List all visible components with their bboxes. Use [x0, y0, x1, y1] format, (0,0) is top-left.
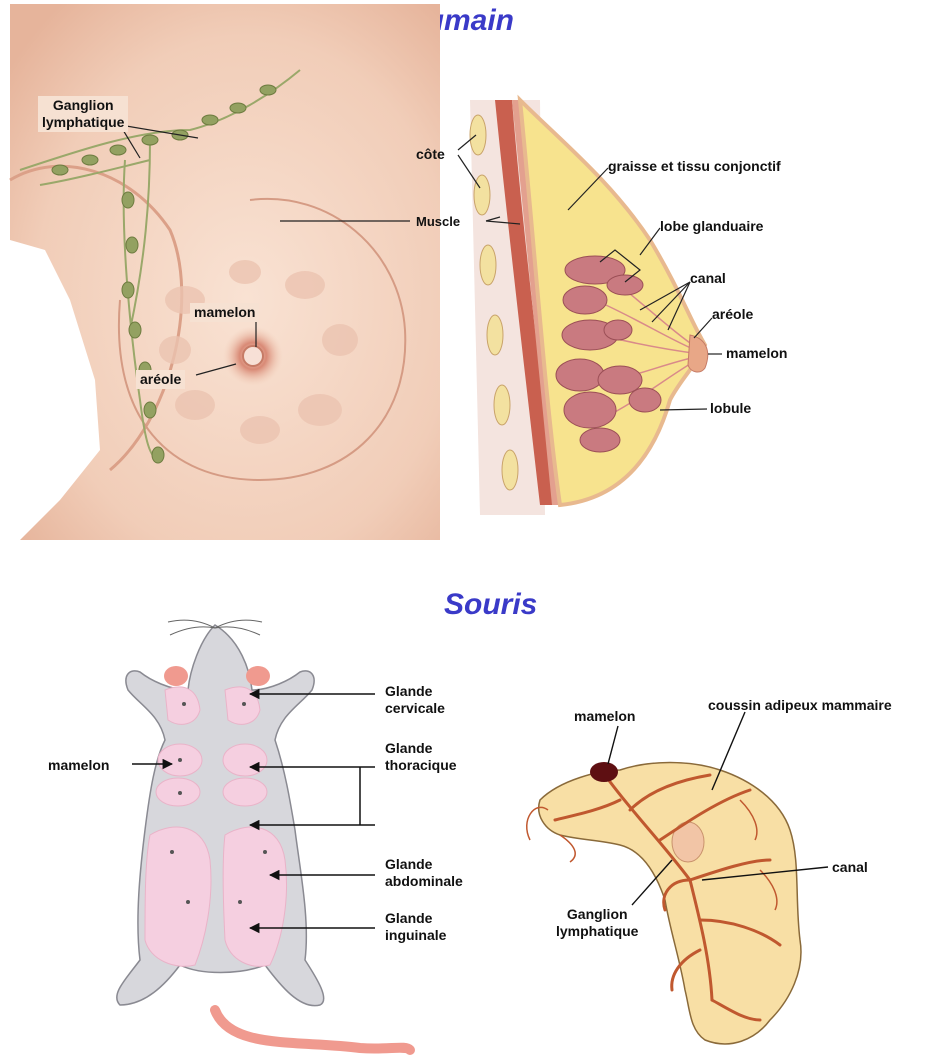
gland-duct-label: canal [832, 859, 868, 876]
gland-nipple [590, 762, 618, 782]
gland-fat-pad-label: coussin adipeux mammaire [708, 697, 892, 714]
fat-pad-shape [539, 763, 801, 1044]
gland-lymph-node-label: Ganglion lymphatique [556, 906, 638, 940]
gland-lymph-node-line2: lymphatique [556, 923, 638, 940]
gland-nipple-label: mamelon [574, 708, 635, 725]
gland-lymph-node-line1: Ganglion [556, 906, 638, 923]
